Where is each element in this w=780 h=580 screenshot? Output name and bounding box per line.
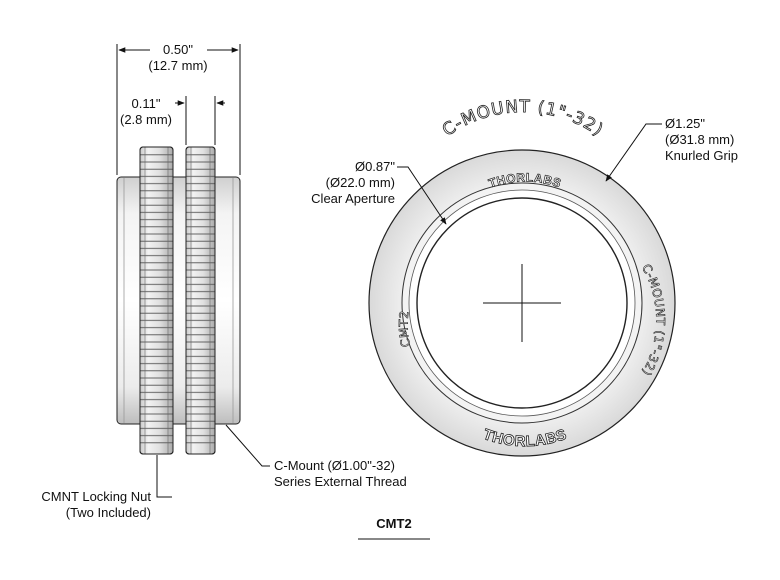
grip-diameter-dim: Ø1.25" — [665, 116, 705, 131]
part-number: CMT2 — [376, 516, 411, 531]
nut-callout-line1: CMNT Locking Nut — [41, 489, 151, 504]
grip-callout: Ø1.25" (Ø31.8 mm) Knurled Grip — [605, 116, 738, 182]
overall-width-mm-label: (12.7 mm) — [148, 58, 207, 73]
side-view: 0.50" (12.7 mm) 0.11" (2.8 mm) C-Mount (… — [41, 42, 406, 520]
thread-callout-line2: Series External Thread — [274, 474, 407, 489]
nut-callout: CMNT Locking Nut (Two Included) — [41, 455, 172, 520]
ring-engraving-left: CMT2 — [397, 310, 413, 349]
clear-aperture-label: Clear Aperture — [311, 191, 395, 206]
overall-width-label: 0.50" — [163, 42, 193, 57]
clear-aperture-callout: Ø0.87" (Ø22.0 mm) Clear Aperture — [311, 159, 447, 225]
grip-label: Knurled Grip — [665, 148, 738, 163]
locking-nut-right — [185, 146, 216, 455]
ring-engraving-top: C-MOUNT (1"-32) — [439, 97, 607, 141]
overall-width-dimension: 0.50" (12.7 mm) — [116, 42, 241, 175]
clear-aperture-dim: Ø0.87" — [355, 159, 395, 174]
front-view: C-MOUNT (1"-32) THORLABS C-MOUNT (1"-32)… — [311, 97, 738, 457]
thread-callout-line1: C-Mount (Ø1.00"-32) — [274, 458, 395, 473]
nut-callout-line2: (Two Included) — [66, 505, 151, 520]
nut-width-label: 0.11" — [132, 96, 161, 111]
tube-body — [116, 176, 241, 425]
thread-callout: C-Mount (Ø1.00"-32) Series External Thre… — [225, 424, 407, 489]
clear-aperture-mm: (Ø22.0 mm) — [326, 175, 395, 190]
grip-diameter-mm: (Ø31.8 mm) — [665, 132, 734, 147]
nut-width-dimension: 0.11" (2.8 mm) — [120, 96, 225, 145]
locking-nut-left — [139, 146, 174, 455]
part-number-block: CMT2 — [358, 516, 430, 540]
nut-width-mm-label: (2.8 mm) — [120, 112, 172, 127]
